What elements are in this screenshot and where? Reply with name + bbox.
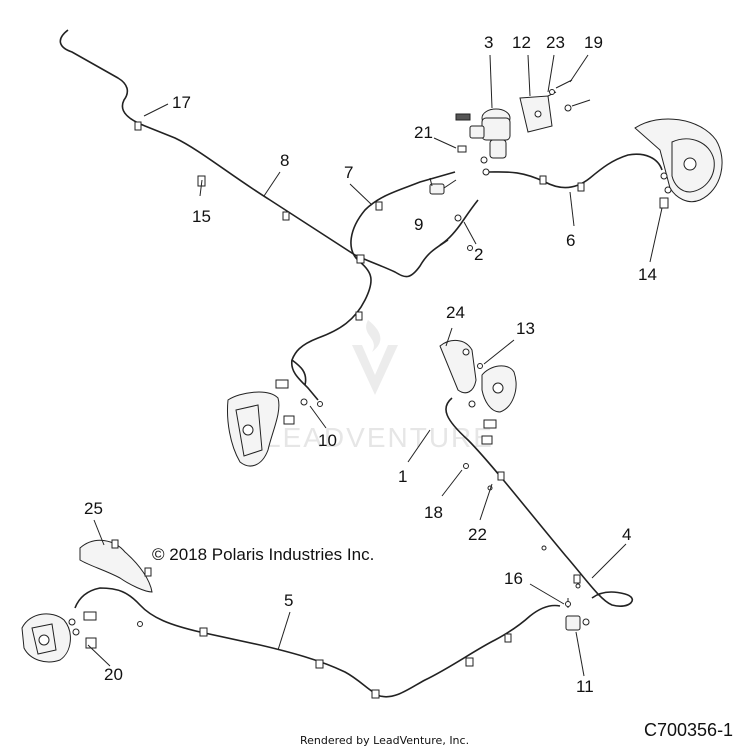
brake-line-8 xyxy=(59,29,449,278)
brake-line-6 xyxy=(487,153,663,189)
brake-line-7 xyxy=(291,171,456,386)
front-left-caliper xyxy=(227,379,308,467)
callout-25: 25 xyxy=(84,499,103,518)
junction-valve xyxy=(429,179,457,195)
callout-20: 20 xyxy=(104,665,123,684)
fitting-21 xyxy=(457,145,467,153)
callout-17: 17 xyxy=(172,93,191,112)
callout-9: 9 xyxy=(414,215,423,234)
diagram-code: C700356-1 xyxy=(644,720,733,740)
callout-6: 6 xyxy=(566,231,575,250)
brake-line-2 xyxy=(439,199,479,246)
leadventure-watermark: LEADVENTURE xyxy=(265,320,494,453)
master-cylinder xyxy=(455,108,511,176)
callout-23: 23 xyxy=(546,33,565,52)
rear-right-caliper xyxy=(439,340,517,469)
master-cylinder-bracket xyxy=(519,95,553,133)
footer-credit: Rendered by LeadVenture, Inc. xyxy=(300,734,469,747)
brake-line-10 xyxy=(290,359,319,401)
callout-19: 19 xyxy=(584,33,603,52)
callout-21: 21 xyxy=(414,123,433,142)
brake-line-5 xyxy=(74,587,561,698)
watermark-text: LEADVENTURE xyxy=(265,422,494,453)
leader-lines xyxy=(87,54,663,677)
callout-18: 18 xyxy=(424,503,443,522)
brake-line-4 xyxy=(445,397,634,607)
callout-15: 15 xyxy=(192,207,211,226)
callout-11: 11 xyxy=(576,677,594,696)
callout-4: 4 xyxy=(622,525,631,544)
callout-5: 5 xyxy=(284,591,293,610)
front-right-caliper xyxy=(634,118,723,209)
callout-22: 22 xyxy=(468,525,487,544)
callout-8: 8 xyxy=(280,151,289,170)
callout-10: 10 xyxy=(318,431,337,450)
callout-12: 12 xyxy=(512,33,531,52)
misc-fasteners xyxy=(317,214,581,589)
callout-2: 2 xyxy=(474,245,483,264)
callout-14: 14 xyxy=(638,265,657,284)
rear-left-caliper xyxy=(21,539,153,663)
callout-24: 24 xyxy=(446,303,465,322)
callout-13: 13 xyxy=(516,319,535,338)
callout-labels: 3 12 23 19 17 21 8 7 15 9 2 6 14 24 13 1… xyxy=(84,33,657,696)
callout-1: 1 xyxy=(398,467,407,486)
brake-lines xyxy=(59,29,663,698)
callout-3: 3 xyxy=(484,33,493,52)
mount-bolts-top xyxy=(547,79,591,112)
callout-16: 16 xyxy=(504,569,523,588)
junction-block xyxy=(565,598,590,631)
callout-7: 7 xyxy=(344,163,353,182)
copyright-text: © 2018 Polaris Industries Inc. xyxy=(152,545,374,564)
